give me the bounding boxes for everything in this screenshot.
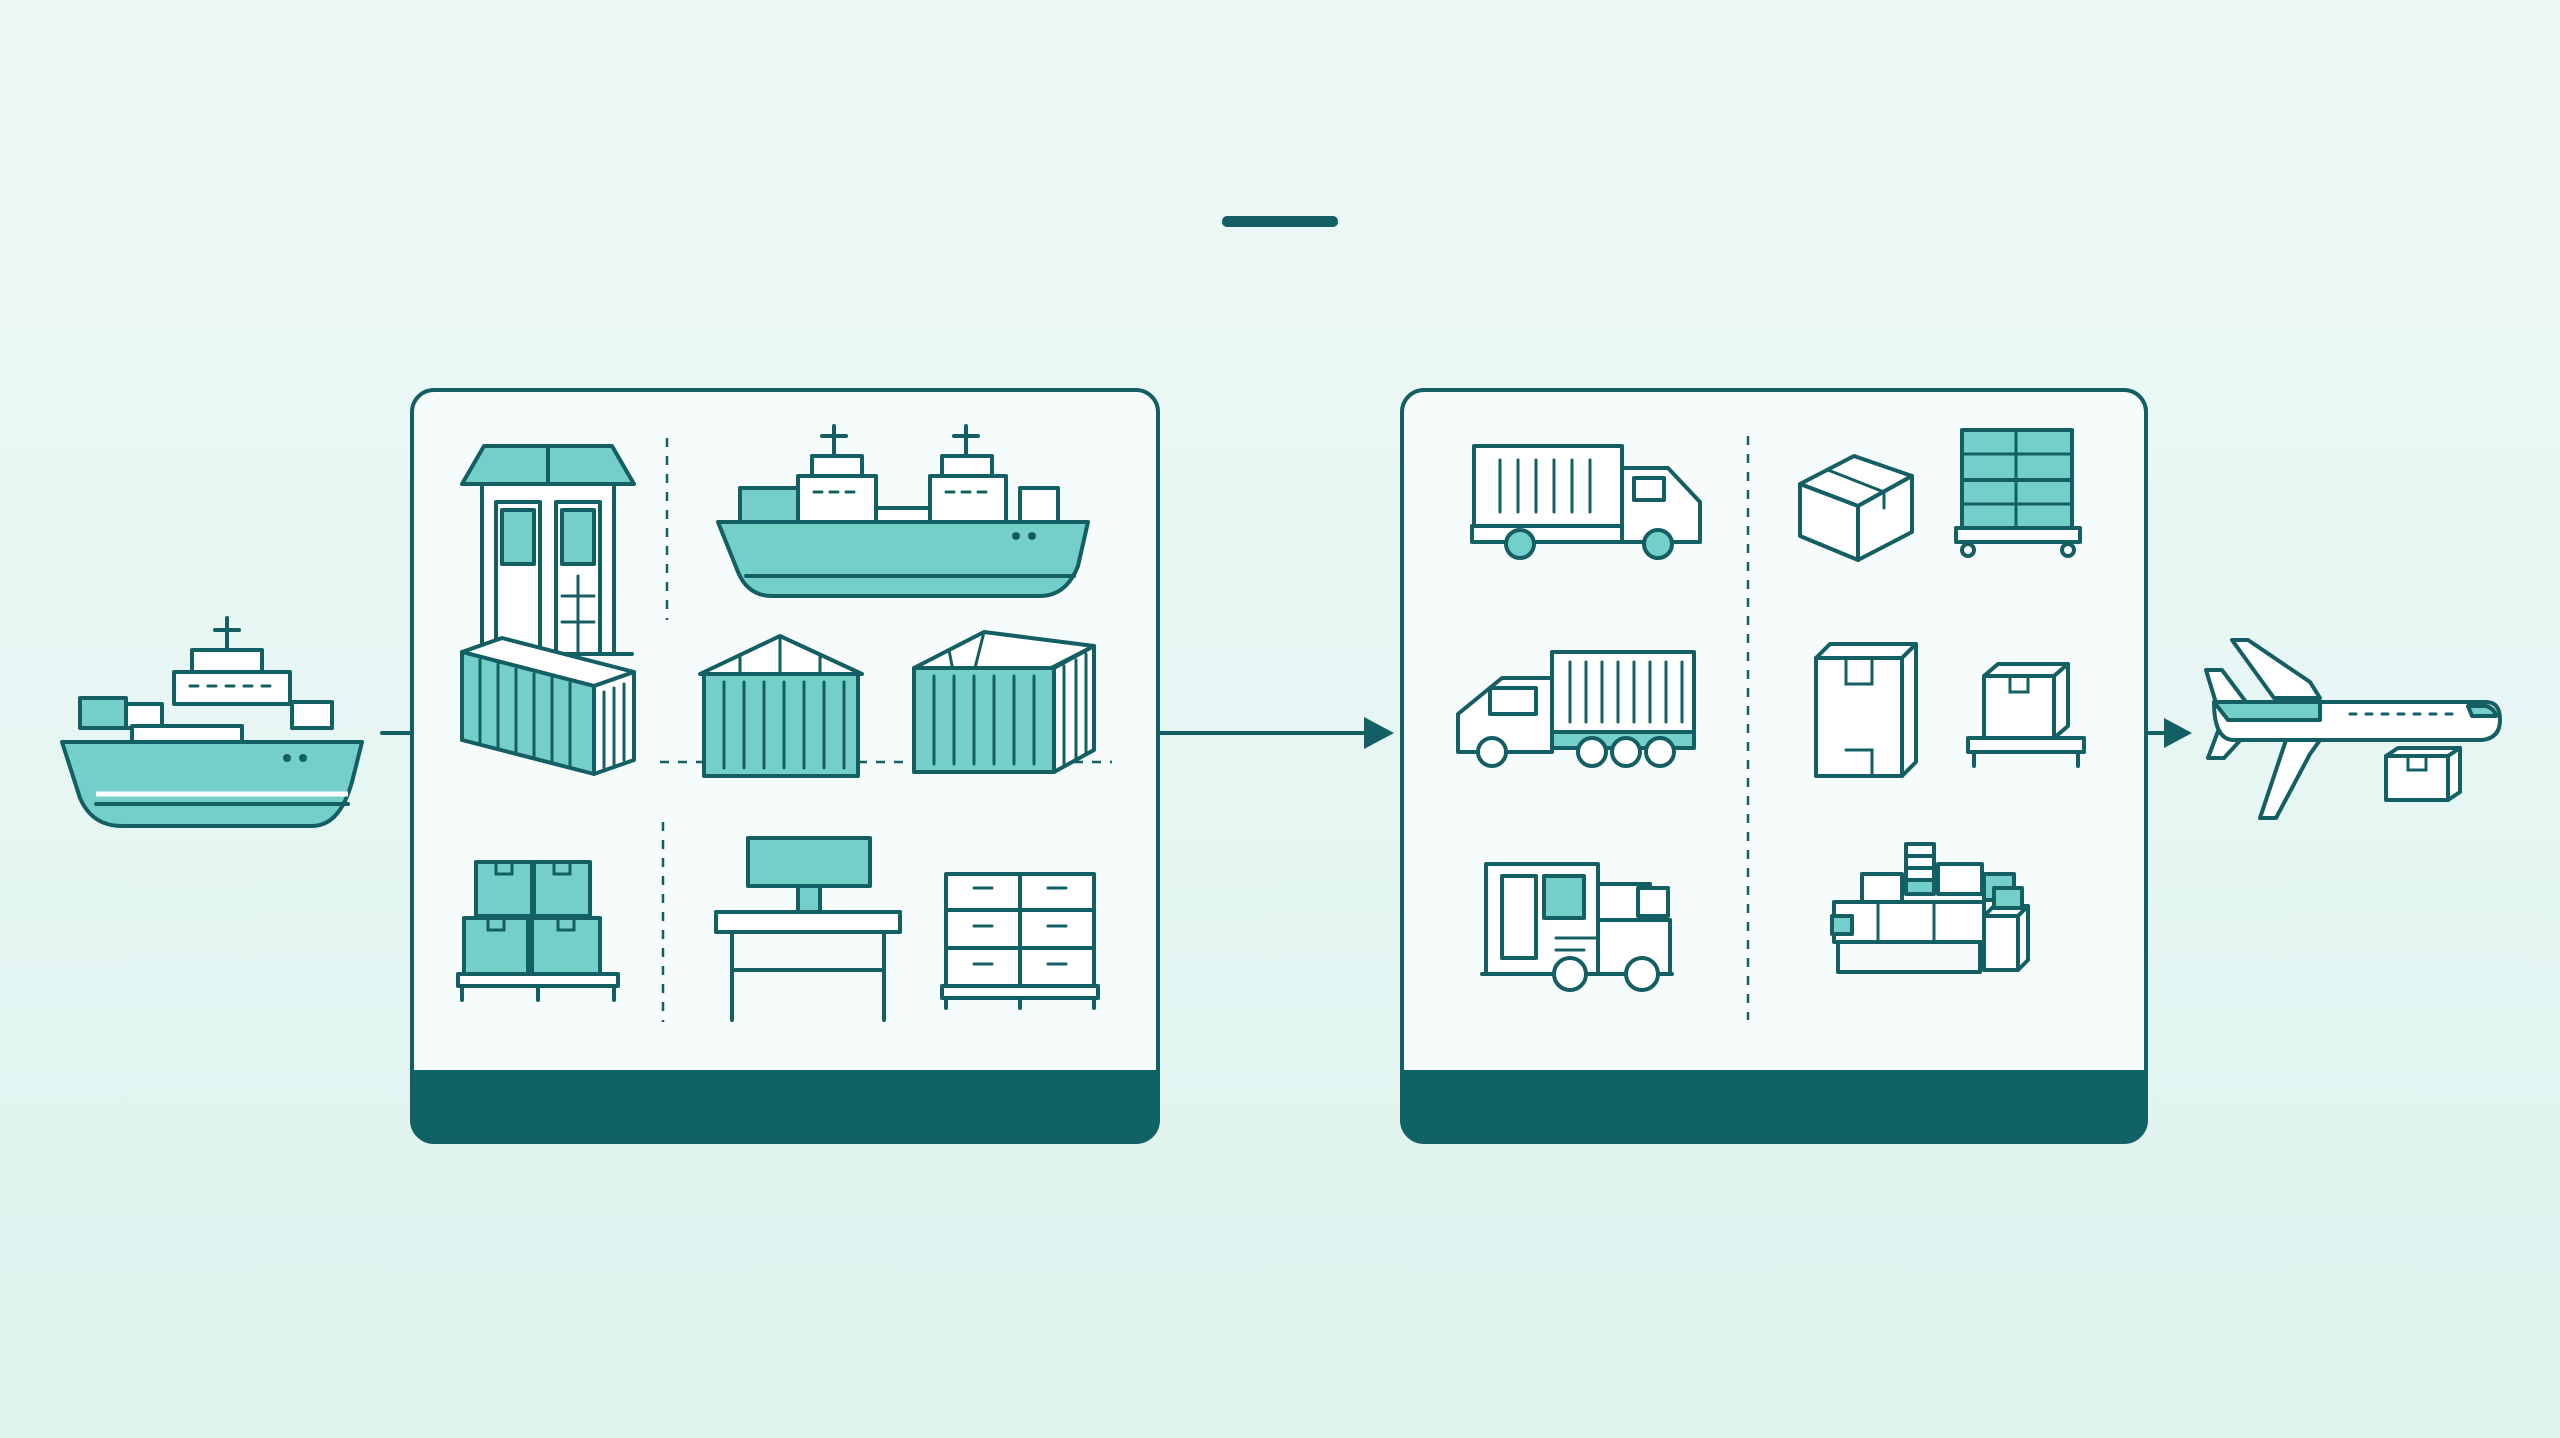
box-hand-cart-icon — [1966, 662, 2086, 768]
cargo-ship-icon — [60, 616, 364, 828]
cargo-airplane-icon — [2204, 638, 2502, 820]
connector-panel-to-plane — [2144, 718, 2192, 748]
container-angled-icon — [912, 630, 1096, 774]
cardboard-box-icon — [1798, 454, 1914, 562]
container-ships-icon — [716, 424, 1090, 598]
arrowhead-icon — [2164, 718, 2192, 748]
warehouse-building-icon — [460, 444, 636, 656]
container-truck-icon — [1456, 650, 1696, 768]
shipping-container-icon — [460, 636, 636, 776]
pallet-rack-icon — [940, 872, 1100, 1010]
delivery-van-icon — [1480, 862, 1674, 992]
palletized-boxes-icon — [456, 860, 620, 1002]
arrowhead-icon — [1364, 717, 1394, 749]
workstation-desk-icon — [714, 836, 902, 1022]
upright-box-icon — [1814, 642, 1918, 778]
title-bar — [1222, 216, 1338, 227]
box-truck-icon — [1470, 444, 1702, 560]
stacked-boxes-cart-icon — [1954, 428, 2082, 558]
connector-panel-to-panel — [1156, 717, 1394, 749]
loading-dock-icon — [1830, 842, 2030, 974]
container-front-icon — [698, 634, 864, 778]
